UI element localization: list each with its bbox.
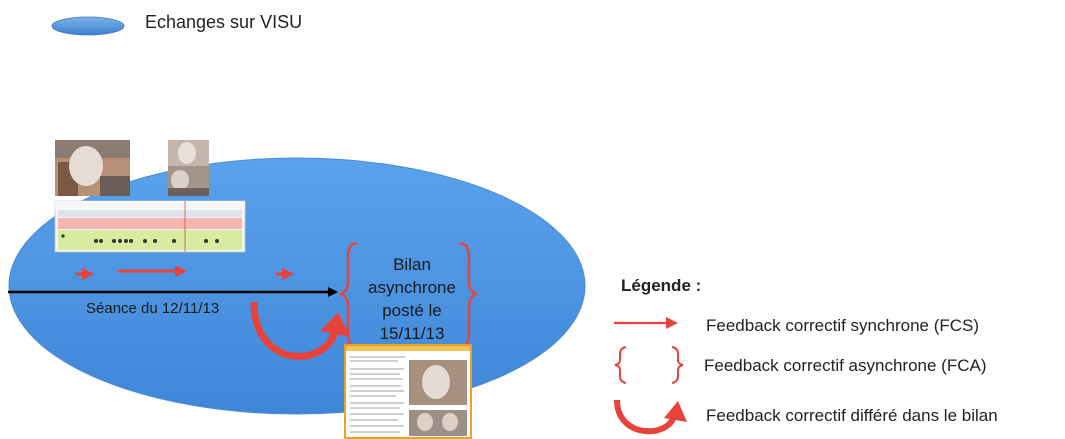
legend-title: Légende : [621, 276, 702, 295]
visu-exchange-ellipse [8, 157, 586, 415]
webcam-thumbnail-small [168, 140, 209, 196]
legend-item-fcd-label: Feedback correctif différé dans le bilan [706, 406, 998, 425]
webcam-thumbnail-main [55, 140, 130, 196]
visu-legend-label: Echanges sur VISU [145, 12, 303, 32]
legend-item-fcs-label: Feedback correctif synchrone (FCS) [706, 316, 980, 335]
curved-arrow-icon [614, 399, 687, 435]
fcd-curved-arrowhead [320, 312, 350, 337]
legend-visu-ellipse [51, 16, 125, 36]
fca-right-brace [459, 241, 478, 349]
session-date-label: Séance du 12/11/13 [86, 300, 220, 317]
bilan-document-thumbnail [344, 344, 472, 439]
brace-icon [614, 346, 684, 384]
visu-timeline-thumbnail [54, 200, 246, 253]
bilan-label: Bilan asynchrone posté le 15/11/13 [368, 255, 456, 343]
fca-left-brace [339, 241, 358, 349]
legend-item-fca-label: Feedback correctif asynchrone (FCA) [704, 356, 987, 375]
fcd-curved-arrow [250, 301, 340, 360]
